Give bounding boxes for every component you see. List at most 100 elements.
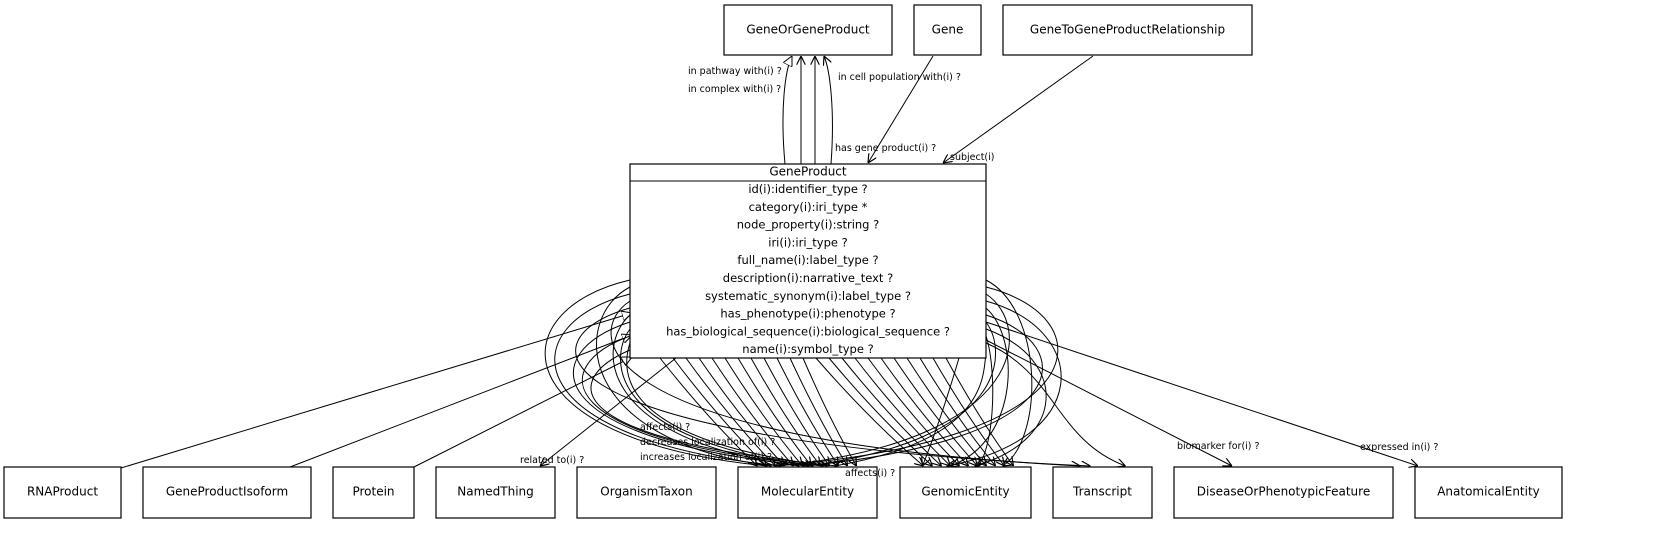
attribute: systematic_synonym(i):label_type ? [705,289,911,303]
class-organism-taxon[interactable]: OrganismTaxon [576,466,717,519]
edge-association-0 [544,279,767,466]
edge-association-19 [979,335,994,466]
edges [120,55,1418,469]
attribute: full_name(i):label_type ? [737,253,878,267]
class-name: AnatomicalEntity [1437,485,1540,499]
edge-association-29 [750,357,821,466]
attribute-list: id(i):identifier_type ?category(i):iri_t… [666,182,950,356]
edge-association-25 [698,357,785,466]
class-named-thing[interactable]: NamedThing [435,466,556,519]
label-in-pathway-with: in pathway with(i) ? [688,66,782,77]
class-gene-to-gene-product-relationship[interactable]: GeneToGeneProductRelationship [1002,4,1253,56]
edge-association-41 [906,357,987,466]
edge-association-34 [815,357,924,466]
edge-association-27 [724,357,803,466]
edge-association-15 [951,307,1009,466]
edge-association-26 [711,357,794,466]
edge-association-2 [554,293,782,466]
label-biomarker-for: biomarker for(i) ? [1177,441,1260,452]
class-name: OrganismTaxon [600,485,692,499]
class-protein[interactable]: Protein [332,466,415,519]
class-gene-product[interactable]: GeneProduct id(i):identifier_type ?categ… [629,163,987,359]
edge-association-12 [595,286,771,466]
class-molecular-entity[interactable]: MolecularEntity [737,466,878,519]
edge-association-45 [923,357,960,466]
edge-association-18 [620,328,813,466]
edge-association-35 [828,357,933,466]
edge-protein-is-a [413,357,632,468]
class-gene[interactable]: Gene [913,4,982,56]
class-name: DiseaseOrPhenotypicFeature [1197,485,1370,499]
edge-association-13 [779,293,1010,466]
label-increases-localization-of: increases localization of(i) ? [640,452,772,463]
edge-rna-product-is-a [120,313,632,469]
class-name: GeneToGeneProductRelationship [1030,23,1225,37]
edge-association-10 [590,349,837,466]
class-name: NamedThing [457,485,534,499]
edge-association-42 [919,357,996,466]
edge-association-8 [582,335,823,466]
class-name: MolecularEntity [761,485,854,499]
edge-isoform-is-a [289,335,632,468]
label-in-cell-population-with: in cell population with(i) ? [838,72,961,83]
edge-association-32 [789,357,848,466]
edge-related-to [540,357,677,466]
class-name: Protein [352,485,394,499]
attribute: description(i):narrative_text ? [723,271,893,285]
label-affects-genomic: affects(i) ? [845,468,895,479]
edge-association-23 [672,357,767,466]
class-name: Transcript [1072,485,1132,499]
label-decreases-localization-of: decreases localization of(i) ? [640,437,775,448]
edge-association-43 [932,357,1005,466]
edge-association-3 [947,300,1062,466]
edge-association-17 [807,321,997,466]
edge-subject [943,55,1094,163]
edge-association-7 [975,328,1047,466]
class-name: GeneProduct [769,165,847,179]
class-gene-or-gene-product[interactable]: GeneOrGeneProduct [723,4,893,56]
attribute: id(i):identifier_type ? [748,182,867,196]
edge-association-21 [835,349,987,466]
edge-association-39 [880,357,969,466]
class-gene-product-isoform[interactable]: GeneProductIsoform [142,466,312,519]
label-has-gene-product: has gene product(i) ? [835,143,936,154]
label-subject: subject(i) [950,152,995,163]
class-name: GeneOrGeneProduct [746,23,870,37]
class-name: Gene [932,23,964,37]
attribute: has_phenotype(i):phenotype ? [720,307,895,321]
label-in-complex-with: in complex with(i) ? [688,84,781,95]
class-name: RNAProduct [27,485,98,499]
attribute: has_biological_sequence(i):biological_se… [666,324,950,338]
edge-association-44 [945,357,1014,466]
class-genomic-entity[interactable]: GenomicEntity [899,466,1032,519]
edge-in-cell-population-with [824,56,833,165]
class-name: GeneProductIsoform [166,485,288,499]
edge-association-30 [763,357,830,466]
attribute: node_property(i):string ? [737,218,880,232]
edge-association-5 [803,314,1043,466]
edge-labels: in pathway with(i) ? in complex with(i) … [520,66,1438,479]
class-anatomical-entity[interactable]: AnatomicalEntity [1414,466,1563,519]
attribute: iri(i):iri_type ? [768,235,847,249]
edge-biomarker-for [985,339,1232,466]
edge-association-31 [776,357,839,466]
label-related-to: related to(i) ? [520,455,584,466]
edge-association-36 [841,357,942,466]
class-rna-product[interactable]: RNAProduct [3,466,122,519]
edge-association-4 [575,307,1091,466]
class-disease-or-phenotypic-feature[interactable]: DiseaseOrPhenotypicFeature [1173,466,1394,519]
label-affects: affects(i) ? [640,422,690,433]
edge-association-28 [737,357,812,466]
edge-is-a-gene-or-gene-product [782,56,792,165]
edge-association-38 [867,357,960,466]
label-expressed-in: expressed in(i) ? [1360,442,1438,453]
edge-association-14 [610,300,1080,466]
edge-association-37 [854,357,951,466]
attribute: name(i):symbol_type ? [742,342,873,356]
edge-association-9 [985,342,1126,466]
edge-association-11 [985,279,1033,466]
class-transcript[interactable]: Transcript [1052,466,1153,519]
edge-association-24 [685,357,776,466]
edge-association-20 [626,342,828,466]
